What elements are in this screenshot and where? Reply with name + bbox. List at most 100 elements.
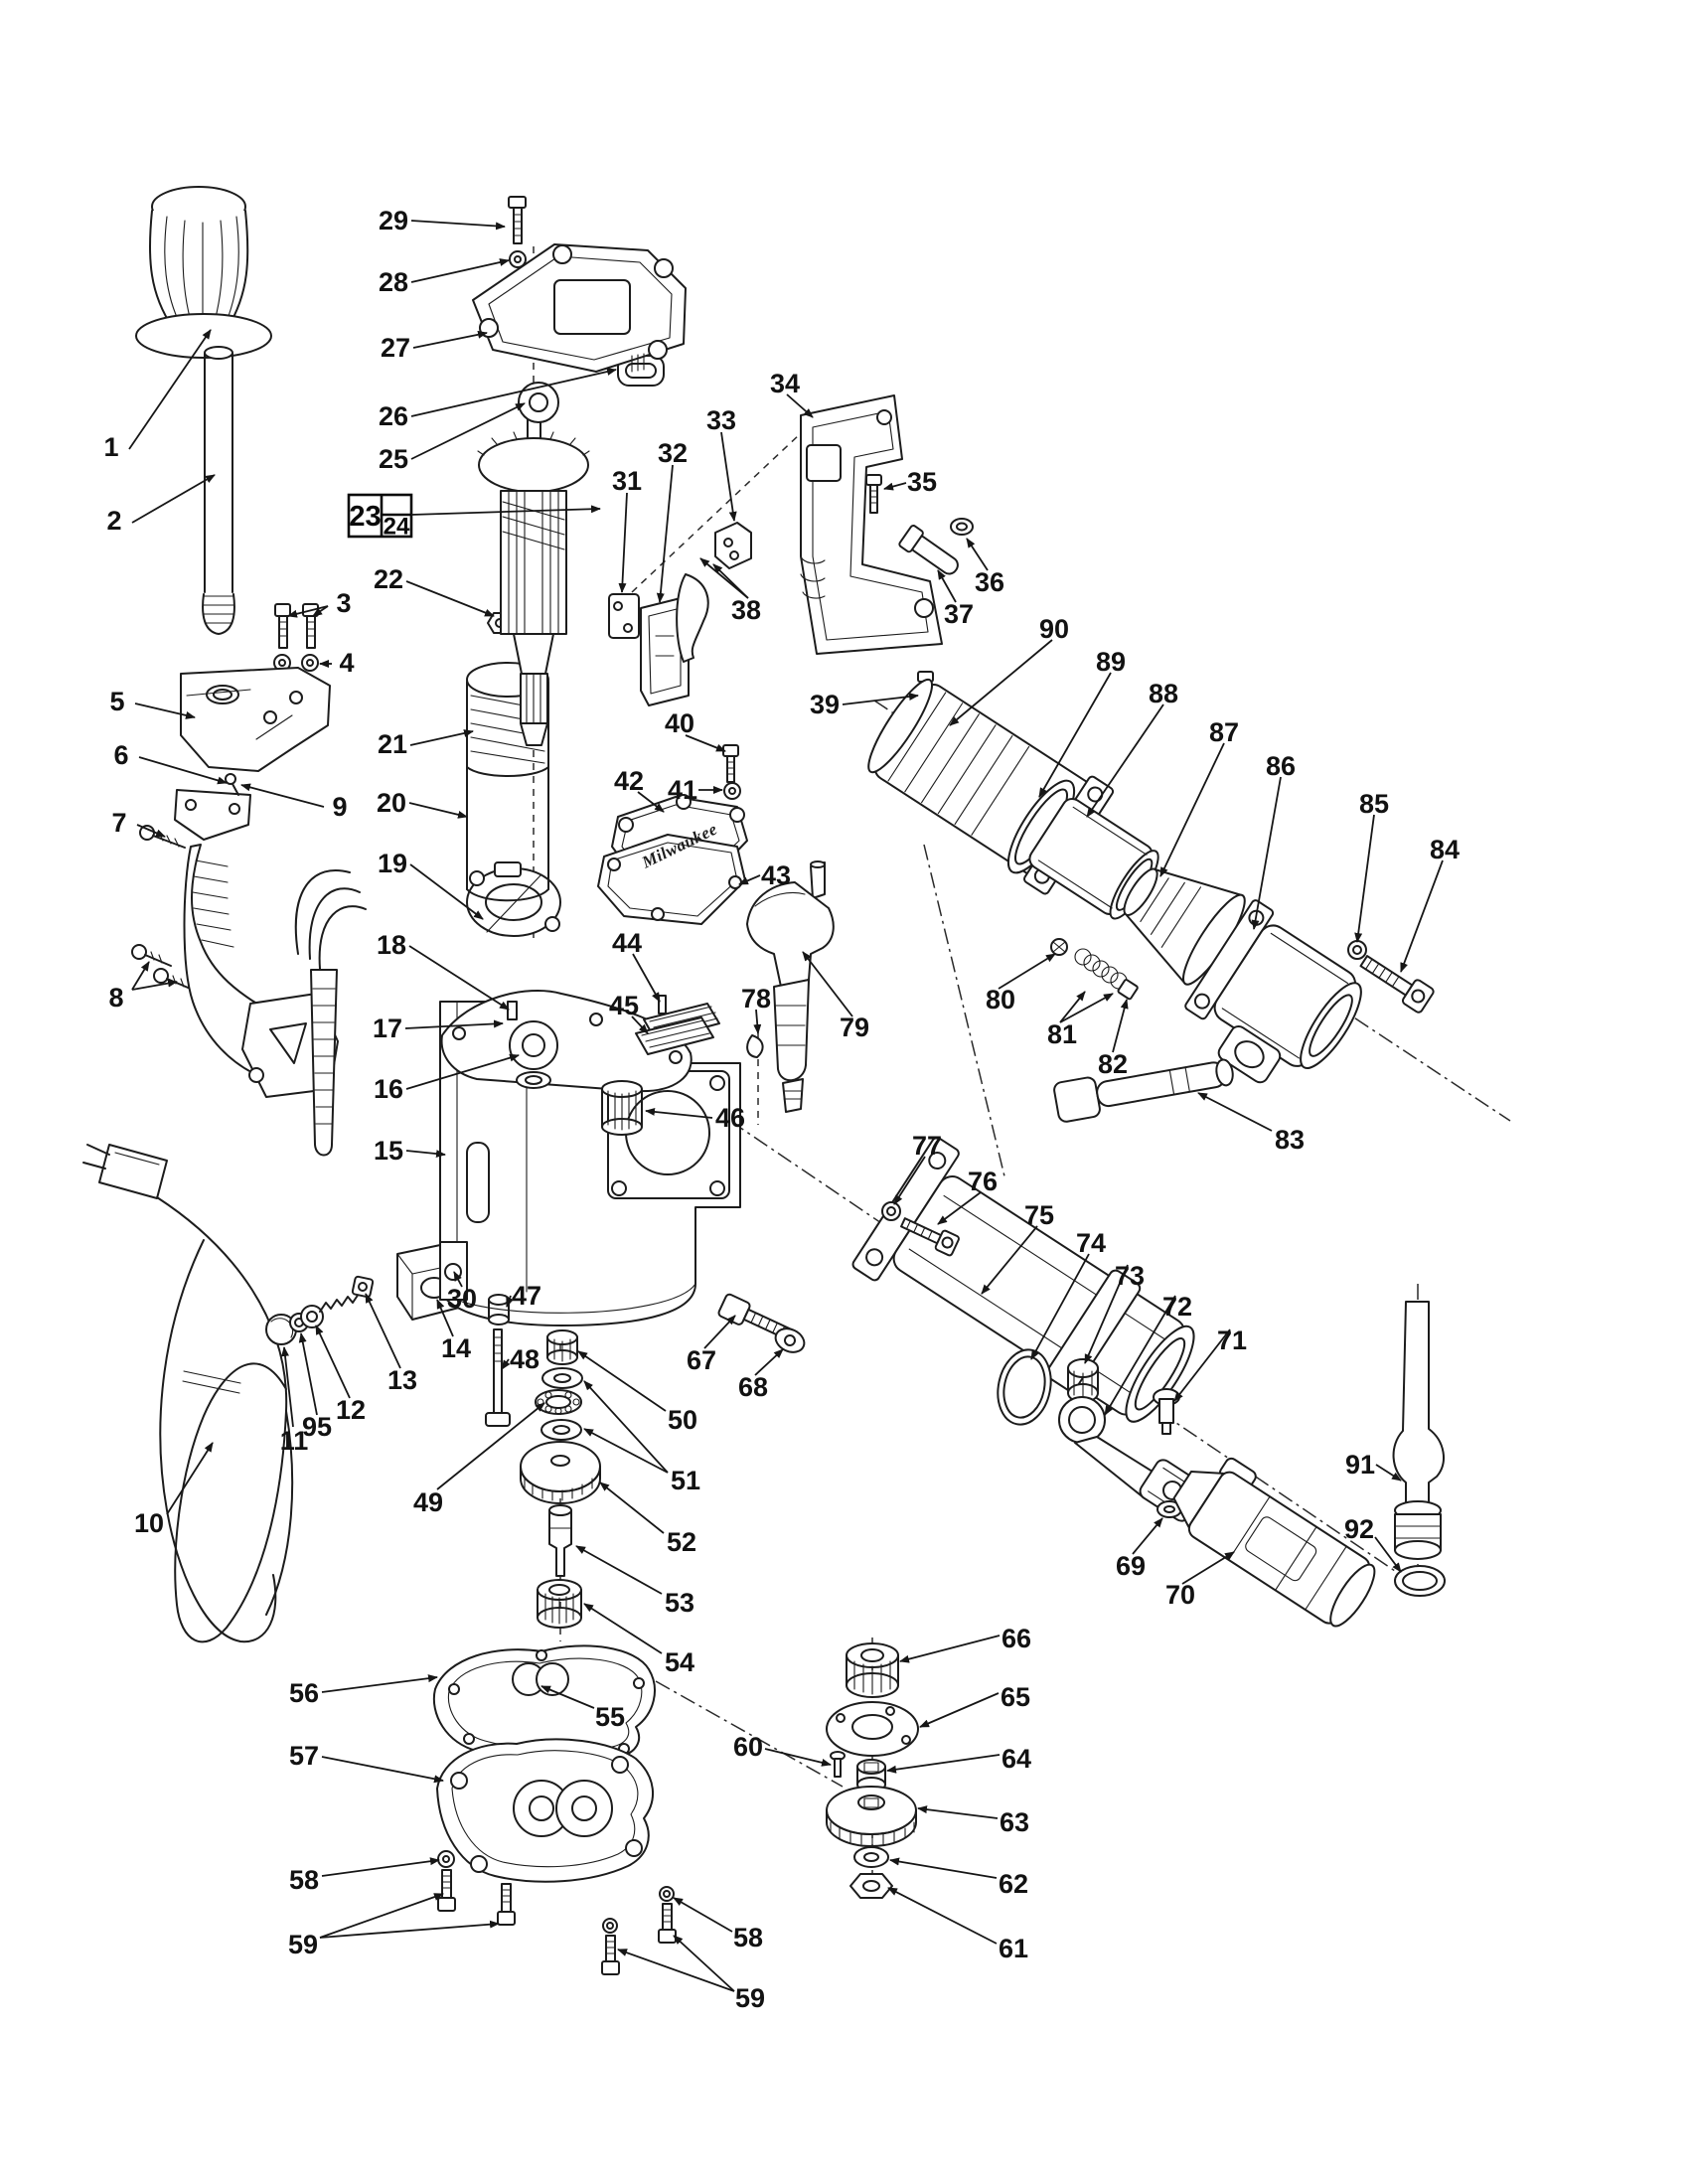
- leader-line-66: [899, 1635, 1001, 1663]
- part-75-gear-case-cylinder: [851, 1137, 1195, 1423]
- part-label-19: 19: [378, 849, 407, 878]
- leader-line-73: [1084, 1264, 1129, 1364]
- part-49-ball-bearing: [535, 1389, 582, 1415]
- leader-line-31: [618, 492, 628, 593]
- part-37-pin: [898, 525, 959, 575]
- leader-line-20: [408, 802, 468, 819]
- part-label-70: 70: [1165, 1580, 1195, 1610]
- part-label-13: 13: [387, 1365, 417, 1395]
- leader-line-61: [887, 1887, 998, 1945]
- leader-line-10: [166, 1442, 214, 1515]
- part-label-56: 56: [289, 1678, 319, 1708]
- part-label-73: 73: [1115, 1261, 1145, 1291]
- leader-line-3: [287, 605, 329, 618]
- leader-line-5: [134, 702, 196, 719]
- part-28-washer: [509, 250, 527, 268]
- part-50-spacer: [546, 1329, 578, 1365]
- leader-line-87: [1159, 742, 1225, 877]
- leader-line-40: [685, 734, 726, 752]
- part-label-14: 14: [441, 1333, 471, 1363]
- part-label-20: 20: [377, 788, 406, 818]
- part-80-set-screw: [1050, 938, 1068, 956]
- part-label-55: 55: [595, 1702, 625, 1732]
- leader-line-81: [1059, 991, 1086, 1023]
- leader-line-75: [981, 1225, 1038, 1295]
- part-label-65: 65: [1001, 1682, 1030, 1712]
- part-87-cone: [1123, 867, 1246, 986]
- part-label-35: 35: [907, 467, 937, 497]
- leader-line-39: [842, 693, 919, 705]
- leader-line-64: [886, 1754, 1001, 1774]
- part-84-bolt: [1359, 955, 1435, 1014]
- leader-line-18: [408, 945, 510, 1011]
- leader-line-15: [405, 1150, 446, 1159]
- part-label-23: 23: [349, 501, 381, 533]
- part-82-nut: [1117, 979, 1139, 1001]
- part-29-screw: [508, 196, 527, 244]
- part-label-5: 5: [109, 687, 124, 716]
- part-36-washer: [950, 518, 974, 536]
- part-8-screws: [131, 944, 194, 991]
- leader-line-6: [138, 756, 228, 785]
- leader-line-70: [1181, 1551, 1235, 1585]
- part-label-37: 37: [944, 599, 974, 629]
- part-label-80: 80: [986, 985, 1015, 1014]
- leader-line-55: [540, 1685, 595, 1709]
- part-61-nut: [849, 1873, 893, 1899]
- part-70-piston: [1172, 1457, 1376, 1628]
- part-68-washer-plate: [774, 1327, 806, 1353]
- leader-line-54: [583, 1603, 663, 1654]
- part-label-84: 84: [1430, 835, 1460, 864]
- part-label-49: 49: [413, 1487, 443, 1517]
- part-label-82: 82: [1098, 1049, 1128, 1079]
- leader-line-9: [240, 783, 325, 808]
- part-25-bearing: [518, 382, 559, 423]
- part-16-bearing: [509, 1020, 558, 1089]
- leader-line-76: [937, 1191, 982, 1225]
- part-label-3: 3: [336, 588, 351, 618]
- part-85-washer: [1347, 940, 1367, 960]
- part-62-washer: [853, 1846, 889, 1868]
- leader-line-86: [1251, 776, 1282, 930]
- part-label-7: 7: [111, 808, 126, 838]
- leader-line-59: [673, 1935, 735, 1992]
- leader-line-34: [786, 393, 814, 418]
- part-label-74: 74: [1076, 1228, 1106, 1258]
- part-81-spring: [1074, 948, 1128, 990]
- leader-line-47: [506, 1295, 514, 1308]
- leader-line-22: [405, 580, 495, 617]
- part-54-bearing: [537, 1579, 582, 1629]
- leader-line-68: [754, 1348, 784, 1376]
- part-label-41: 41: [668, 775, 697, 805]
- part-51-washers: [540, 1367, 583, 1441]
- part-18-pin: [507, 1001, 518, 1020]
- part-label-68: 68: [738, 1372, 768, 1402]
- callout-layer: 1234567891011951213141516171819202122252…: [103, 206, 1460, 2013]
- leader-line-60: [764, 1748, 832, 1767]
- part-label-60: 60: [733, 1732, 763, 1762]
- part-label-66: 66: [1002, 1624, 1031, 1653]
- part-label-77: 77: [912, 1131, 942, 1161]
- leader-line-90: [949, 639, 1053, 726]
- leader-line-1: [128, 329, 212, 450]
- part-label-62: 62: [999, 1869, 1028, 1899]
- leader-line-91: [1375, 1464, 1402, 1482]
- part-label-51: 51: [671, 1466, 700, 1495]
- part-label-39: 39: [810, 690, 840, 719]
- part-26-gasket: [617, 355, 665, 387]
- part-label-69: 69: [1116, 1551, 1146, 1581]
- part-label-44: 44: [612, 928, 642, 958]
- leader-line-49: [436, 1402, 545, 1490]
- leader-line-38: [712, 563, 749, 599]
- part-60-screw: [830, 1751, 846, 1778]
- leader-line-62: [889, 1857, 998, 1879]
- leader-line-42: [637, 791, 665, 813]
- part-33-switch-block: [714, 522, 752, 569]
- part-label-86: 86: [1266, 751, 1296, 781]
- leader-line-3: [312, 605, 329, 617]
- leader-line-71: [1173, 1328, 1231, 1402]
- leader-line-51: [583, 1428, 669, 1474]
- part-label-95: 95: [302, 1412, 332, 1442]
- leader-line-8: [131, 961, 150, 991]
